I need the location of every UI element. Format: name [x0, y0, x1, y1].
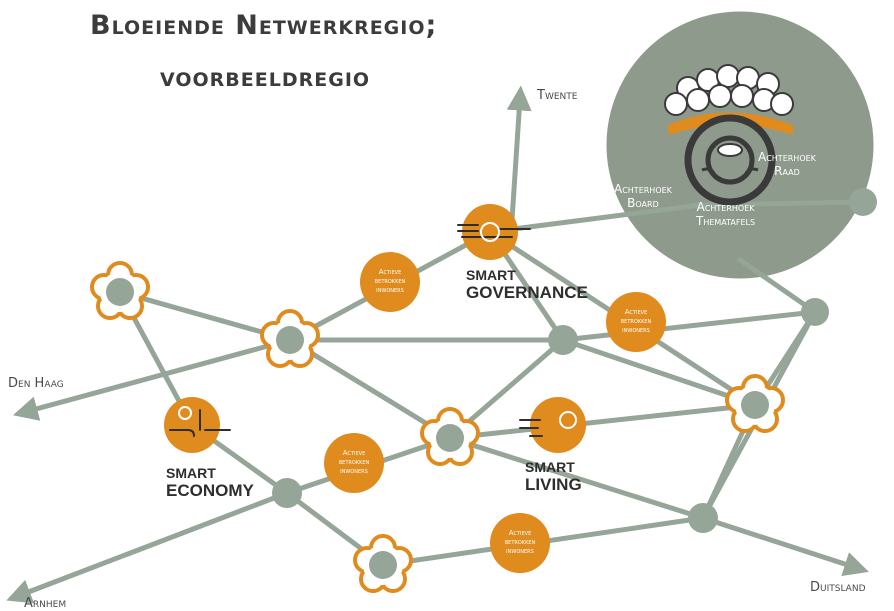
network-nodes	[106, 188, 877, 579]
smart-economy-label: SMART ECONOMY	[166, 465, 254, 500]
label-twente: Twente	[537, 88, 578, 103]
diagram-title-line-1: Bloeiende Netwerkregio;	[90, 10, 438, 41]
arrow-twente	[506, 85, 532, 221]
hub-board-label: Achterhoek Board	[614, 182, 672, 210]
arrow-den-haag	[12, 337, 291, 421]
arrows	[6, 85, 869, 604]
smart-governance-label: SMART GOVERNANCE	[466, 267, 588, 302]
smart-economy-icon	[164, 397, 220, 453]
smart-node-circles	[164, 204, 586, 453]
label-arnhem: Arnhem	[24, 596, 67, 611]
arrow-duitsland	[702, 515, 869, 577]
diagram-title-line-2: voorbeeldregio	[160, 62, 371, 93]
smart-living-label: SMART LIVING	[525, 459, 582, 494]
smart-governance-icon	[462, 204, 518, 260]
label-duitsland: Duitsland	[810, 580, 866, 595]
citizen-circles	[324, 252, 666, 573]
steering-wheel-icon	[664, 64, 794, 206]
arrow-arnhem	[6, 490, 288, 604]
hub-thematafels-label: Achterhoek Thematafels	[696, 200, 756, 228]
hub-raad-label: Achterhoek Raad	[758, 150, 816, 178]
smart-living-icon	[530, 397, 586, 453]
label-den-haag: Den Haag	[8, 376, 64, 391]
